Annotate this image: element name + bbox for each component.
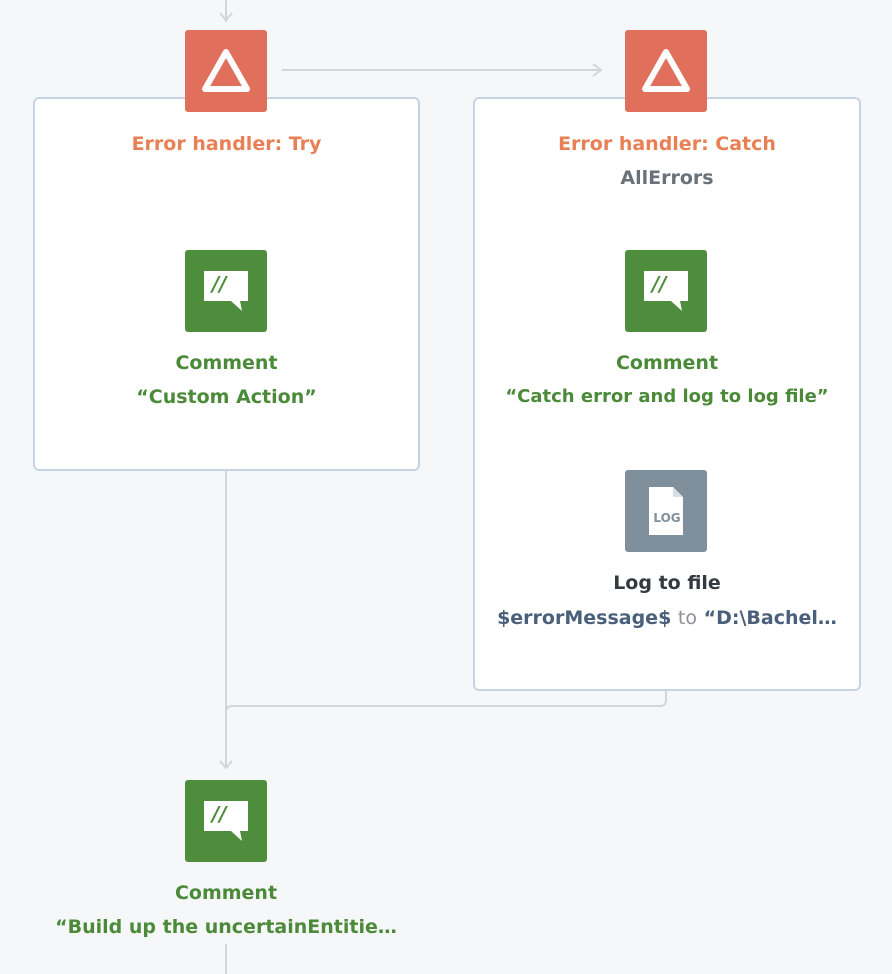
log-path: “D:\Bachel… — [703, 607, 837, 629]
log-to-file-title: Log to file — [613, 572, 721, 594]
try-comment-text: “Custom Action” — [136, 386, 317, 408]
log-to-file-action[interactable]: LOG — [625, 470, 707, 552]
try-handler-title: Error handler: Try — [131, 133, 322, 155]
catch-handler-title: Error handler: Catch — [558, 133, 776, 155]
warning-triangle-icon — [642, 49, 690, 92]
comment-glyph: // — [212, 272, 227, 296]
connector-top-arrow — [219, 12, 233, 22]
comment-bubble-icon — [204, 801, 248, 841]
connector-try-to-catch-arrow — [592, 63, 603, 77]
log-file-icon — [649, 487, 683, 535]
log-variable: $errorMessage$ — [497, 607, 672, 629]
log-glyph: LOG — [653, 511, 681, 525]
warning-triangle-icon — [202, 49, 250, 92]
bottom-comment-title: Comment — [174, 882, 278, 904]
try-comment-title: Comment — [175, 352, 278, 374]
comment-glyph: // — [652, 272, 667, 296]
bottom-comment-text: “Build up the uncertainEntitie… — [55, 916, 397, 938]
try-comment-action[interactable]: // — [185, 250, 267, 332]
comment-bubble-icon — [204, 271, 248, 311]
try-handler-action[interactable] — [185, 30, 267, 112]
catch-comment-action[interactable]: // — [625, 250, 707, 332]
comment-bubble-icon — [644, 271, 688, 311]
catch-block-panel[interactable]: Error handler: Catch AllErrors — [473, 97, 861, 691]
comment-glyph: // — [212, 802, 227, 826]
catch-handler-action[interactable] — [625, 30, 707, 112]
bottom-comment-action[interactable]: // — [185, 780, 267, 862]
log-to-word: to — [677, 607, 697, 629]
log-to-file-detail: $errorMessage$ to “D:\Bachel… — [475, 607, 859, 629]
catch-comment-text: “Catch error and log to log file” — [505, 386, 829, 407]
connector-catch-merge — [225, 689, 667, 712]
connector-merge-arrow — [219, 760, 233, 770]
connector-top-in — [225, 0, 227, 22]
catch-comment-title: Comment — [615, 352, 719, 374]
connector-bottom-out — [225, 944, 227, 974]
connector-try-down — [225, 470, 227, 766]
catch-handler-subtitle: AllErrors — [620, 167, 714, 189]
connector-try-to-catch — [282, 69, 600, 71]
